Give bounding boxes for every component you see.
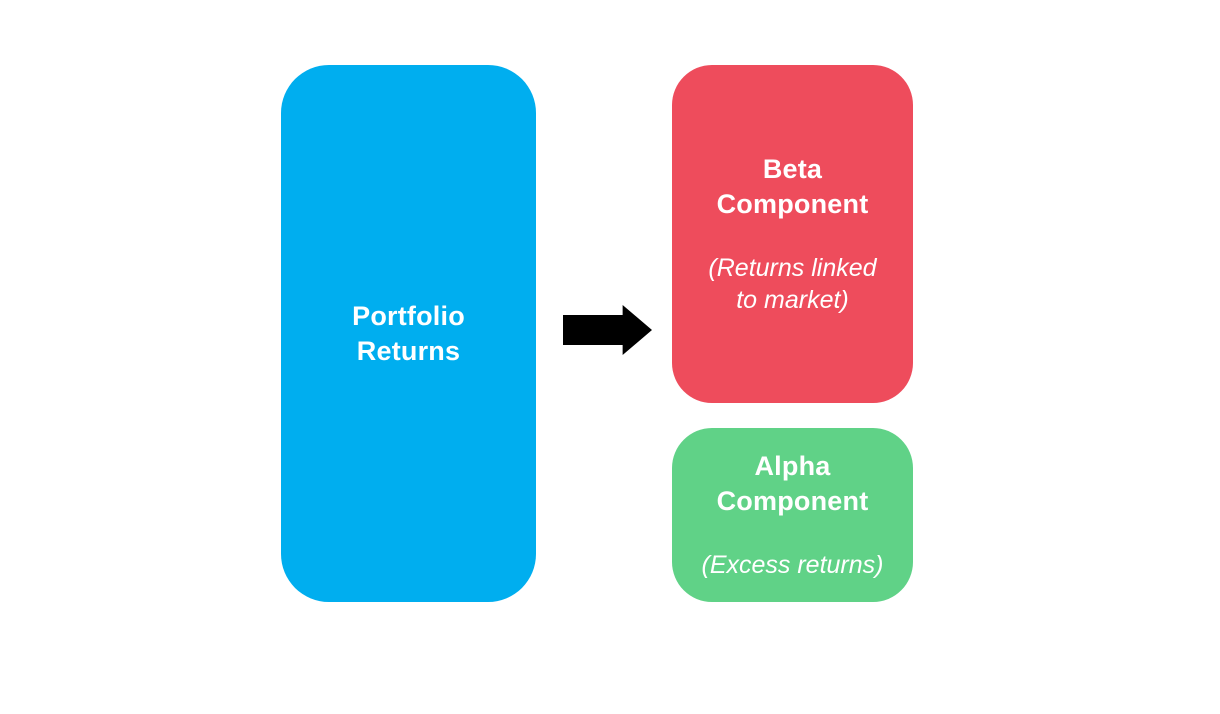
- alpha-component-subtitle: (Excess returns): [702, 549, 884, 581]
- alpha-component-title: Alpha Component: [717, 449, 869, 519]
- title-line: Alpha: [754, 451, 831, 481]
- beta-component-subtitle: (Returns linked to market): [708, 252, 876, 316]
- subtitle-line: to market): [736, 286, 849, 314]
- title-line: Component: [716, 486, 869, 516]
- portfolio-returns-title: Portfolio Returns: [352, 299, 465, 369]
- title-line: Returns: [356, 335, 461, 366]
- subtitle-line: (Returns linked: [708, 254, 877, 282]
- title-line: Portfolio: [352, 300, 465, 331]
- title-line: Beta: [762, 154, 823, 184]
- subtitle-line: (Excess returns): [701, 551, 884, 579]
- node-alpha-component: Alpha Component (Excess returns): [672, 428, 913, 602]
- title-line: Component: [716, 189, 869, 219]
- right-arrow-icon: [563, 305, 652, 355]
- node-portfolio-returns: Portfolio Returns: [281, 65, 536, 602]
- beta-component-title: Beta Component: [717, 152, 869, 222]
- node-beta-component: Beta Component (Returns linked to market…: [672, 65, 913, 403]
